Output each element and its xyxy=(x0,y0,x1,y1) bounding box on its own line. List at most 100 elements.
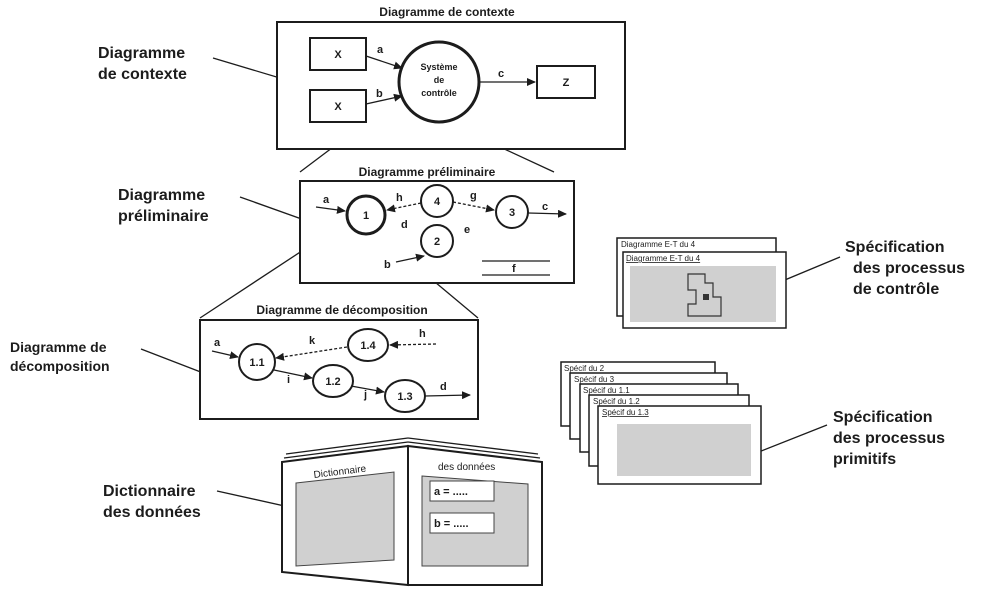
dictionary-entry-a-box xyxy=(429,480,495,502)
decomposition-diagram: Diagramme de décomposition 1.1 1.4 1.2 1… xyxy=(199,303,479,420)
prelim-flow-a-arrow xyxy=(315,205,346,214)
prelim-flow-e-label: e xyxy=(464,224,470,236)
entity-x-top xyxy=(309,37,367,71)
system-label-line2: de xyxy=(434,75,445,85)
decomp-flow-d-label: d xyxy=(440,381,447,393)
side-label-context-line1: Diagramme xyxy=(98,45,185,62)
control-sheet-front-title: Diagramme E-T du 4 xyxy=(626,254,701,263)
side-label-dictionary-line2: des données xyxy=(103,504,201,521)
side-label-control-spec: Spécification des processus de contrôle xyxy=(845,239,965,298)
side-label-control-spec-line3: de contrôle xyxy=(853,281,939,298)
book-pages-left-2 xyxy=(285,437,409,455)
decomp-flow-k-label: k xyxy=(309,335,316,347)
side-label-dictionary-line1: Dictionnaire xyxy=(103,483,196,500)
pointer-arrow-preliminary xyxy=(239,196,311,224)
prelim-flow-h-label: h xyxy=(396,192,403,204)
decomp-flow-a-arrow xyxy=(211,350,239,360)
process-2-label: 2 xyxy=(434,236,440,248)
decomposition-diagram-title: Diagramme de décomposition xyxy=(256,303,427,317)
context-diagram-title: Diagramme de contexte xyxy=(379,5,515,19)
decomp-flow-j-arrow xyxy=(350,385,385,395)
process-1-4-circle xyxy=(347,328,389,362)
side-label-primitive-spec-line3: primitifs xyxy=(833,451,896,468)
process-1-2-circle xyxy=(312,364,354,398)
entity-z-label: Z xyxy=(563,77,570,89)
side-label-decomposition-line1: Diagramme de xyxy=(10,339,107,355)
side-label-preliminary-line1: Diagramme xyxy=(118,187,205,204)
side-label-control-spec-line1: Spécification xyxy=(845,239,945,256)
prelim-flow-h-arrow xyxy=(386,202,422,213)
control-spec-sheets: Diagramme E-T du 4 Diagramme E-T du 4 xyxy=(616,237,787,329)
decomp-flow-h-label: h xyxy=(419,328,426,340)
side-label-decomposition-line2: décomposition xyxy=(10,358,110,374)
book-left-gray-panel xyxy=(295,471,395,567)
context-diagram: Diagramme de contexte X X Z Système de c… xyxy=(276,5,626,150)
control-sheet-back-title: Diagramme E-T du 4 xyxy=(621,240,696,249)
prelim-flow-b-label: b xyxy=(384,259,391,271)
system-label-line3: contrôle xyxy=(421,88,457,98)
system-label-line1: Système xyxy=(420,62,457,72)
flow-c-label: c xyxy=(498,68,504,80)
side-label-primitive-spec-line1: Spécification xyxy=(833,409,933,426)
prelim-flow-g-label: g xyxy=(470,190,477,202)
preliminary-diagram: Diagramme préliminaire 1 4 3 2 a h g c d… xyxy=(299,165,575,284)
process-1-4-label: 1.4 xyxy=(360,340,376,352)
dictionary-entry-b-box xyxy=(429,512,495,534)
decomp-flow-i-label: i xyxy=(287,374,290,386)
process-1-1-label: 1.1 xyxy=(249,357,264,369)
primitive-sheet-1-title: Spécif du 2 xyxy=(564,364,605,373)
process-1-2-label: 1.2 xyxy=(325,376,340,388)
prelim-flow-c-arrow xyxy=(527,209,567,218)
process-4-circle xyxy=(420,184,454,218)
state-transition-node xyxy=(703,294,709,300)
prelim-flow-b-arrow xyxy=(395,253,425,263)
decomp-flow-j-label: j xyxy=(363,389,367,401)
primitive-sheet-3-title: Spécif du 1.1 xyxy=(583,386,630,395)
book-pages-right-1 xyxy=(407,441,541,459)
process-1-1-circle xyxy=(238,343,276,381)
process-1-circle xyxy=(345,194,387,236)
decomp-flow-i-arrow xyxy=(273,369,313,381)
decomp-flow-h-arrow xyxy=(389,340,437,349)
process-3-circle xyxy=(495,195,529,229)
preliminary-diagram-title: Diagramme préliminaire xyxy=(359,165,496,179)
prelim-flow-a-label: a xyxy=(323,194,330,206)
prelim-flow-g-arrow xyxy=(452,201,495,213)
data-dictionary-book: Dictionnaire des données a = ..... b = .… xyxy=(281,437,543,587)
book-pages-right-2 xyxy=(407,437,539,455)
entity-z xyxy=(536,65,596,99)
primitive-sheet-4-title: Spécif du 1.2 xyxy=(593,397,640,406)
entity-x-top-label: X xyxy=(334,49,342,61)
data-store-f-label: f xyxy=(512,263,516,275)
side-label-primitive-spec: Spécification des processus primitifs xyxy=(833,409,945,468)
side-label-decomposition: Diagramme de décomposition xyxy=(10,339,110,374)
primitive-sheet-5-title: Spécif du 1.3 xyxy=(602,408,649,417)
entity-x-bottom xyxy=(309,89,367,123)
primitive-sheet-gray-area xyxy=(617,424,751,476)
side-label-dictionary: Dictionnaire des données xyxy=(103,483,201,521)
dictionary-entry-a: a = ..... xyxy=(434,486,468,498)
process-1-label: 1 xyxy=(363,210,369,222)
process-3-label: 3 xyxy=(509,207,515,219)
prelim-flow-c-label: c xyxy=(542,201,548,213)
flow-a-arrow xyxy=(365,55,403,70)
flow-a-label: a xyxy=(377,44,384,56)
dictionary-entry-b: b = ..... xyxy=(434,518,469,530)
primitive-spec-sheets: Spécif du 2 Spécif du 3 Spécif du 1.1 Sp… xyxy=(560,361,762,485)
side-label-preliminary-line2: préliminaire xyxy=(118,208,209,225)
side-label-context: Diagramme de contexte xyxy=(98,45,187,83)
decomp-flow-k-arrow xyxy=(275,346,348,361)
book-pages-left-1 xyxy=(283,441,409,459)
decomp-flow-d-arrow xyxy=(424,391,471,400)
prelim-flow-d-label: d xyxy=(401,219,408,231)
primitive-sheet-2-title: Spécif du 3 xyxy=(574,375,615,384)
side-label-preliminary: Diagramme préliminaire xyxy=(118,187,209,225)
decomp-flow-a-label: a xyxy=(214,337,221,349)
side-label-context-line2: de contexte xyxy=(98,66,187,83)
process-2-circle xyxy=(420,224,454,258)
process-4-label: 4 xyxy=(434,196,441,208)
state-transition-sketch xyxy=(687,273,722,317)
flow-b-label: b xyxy=(376,88,383,100)
